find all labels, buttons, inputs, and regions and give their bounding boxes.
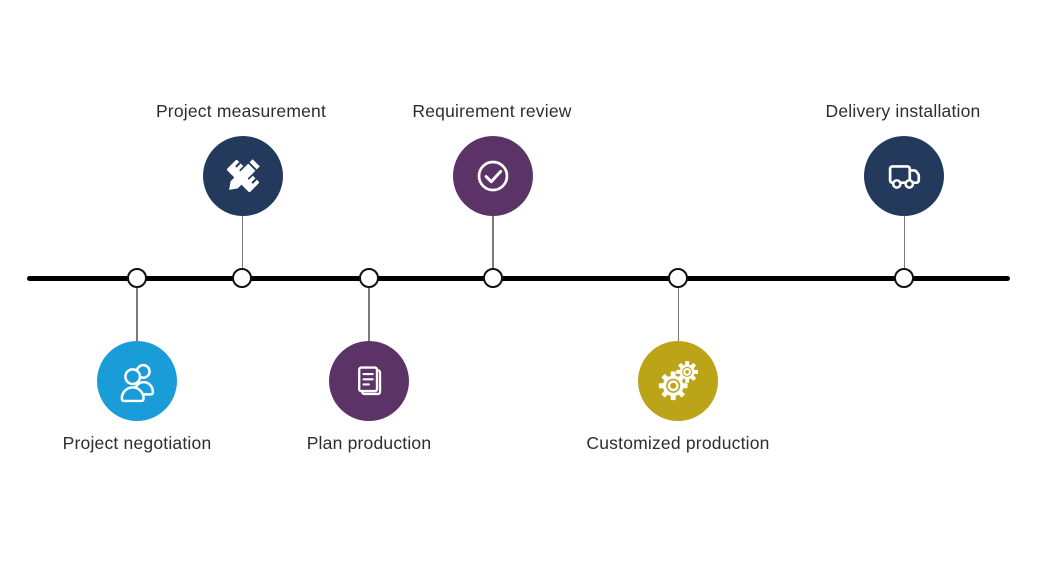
step-label: Project measurement xyxy=(155,101,327,121)
step-label: Delivery installation xyxy=(825,101,981,121)
step-label: Plan production xyxy=(306,433,432,453)
timeline-node xyxy=(232,268,252,288)
connector-line xyxy=(677,288,680,341)
step-icon-bubble xyxy=(203,136,283,216)
timeline-node xyxy=(127,268,147,288)
step-icon-bubble xyxy=(97,341,177,421)
document-icon xyxy=(346,358,392,404)
step-label: Requirement review xyxy=(412,101,572,121)
step-icon-bubble xyxy=(329,341,409,421)
timeline-node xyxy=(483,268,503,288)
step-icon-bubble xyxy=(864,136,944,216)
connector-line xyxy=(903,216,906,268)
timeline-node xyxy=(359,268,379,288)
people-icon xyxy=(114,358,160,404)
gears-icon xyxy=(655,358,701,404)
step-icon-bubble xyxy=(453,136,533,216)
timeline-node xyxy=(894,268,914,288)
connector-line xyxy=(368,288,370,341)
timeline-axis xyxy=(27,276,1010,281)
truck-icon xyxy=(881,153,927,199)
connector-line xyxy=(136,288,138,341)
step-icon-bubble xyxy=(638,341,718,421)
ruler-pencil-icon xyxy=(220,153,266,199)
timeline-node xyxy=(668,268,688,288)
check-icon xyxy=(470,153,516,199)
step-label: Project negotiation xyxy=(62,433,212,453)
connector-line xyxy=(492,216,494,268)
step-label: Customized production xyxy=(586,433,770,453)
connector-line xyxy=(241,216,244,268)
